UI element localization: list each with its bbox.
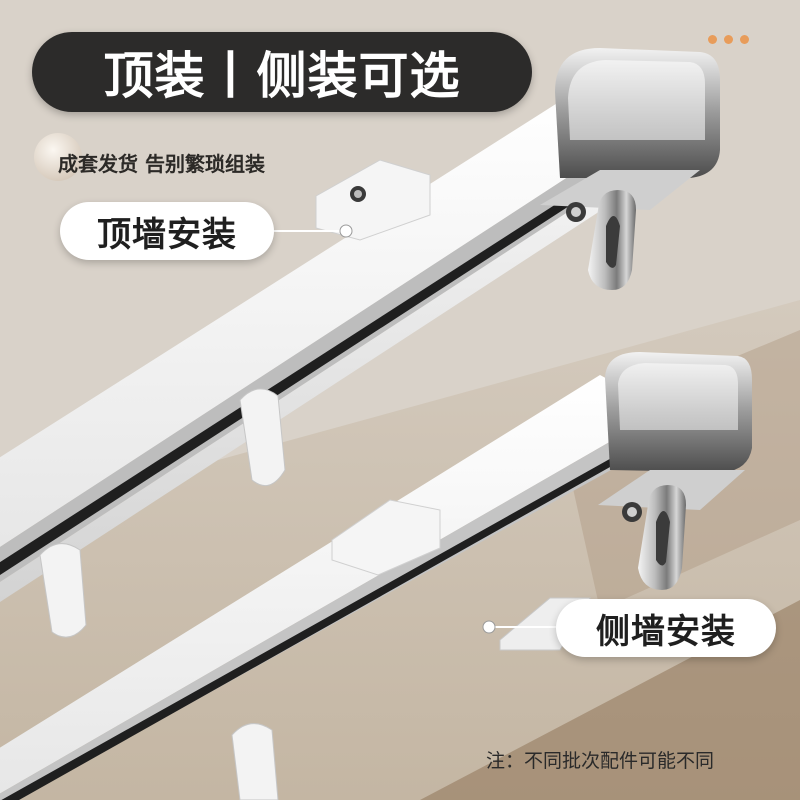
dot <box>708 35 717 44</box>
decorative-dots-icon <box>708 35 749 44</box>
side-mount-text: 侧墙安装 <box>596 611 736 652</box>
headline-text: 顶装丨侧装可选 <box>103 47 461 105</box>
dot <box>724 35 733 44</box>
side-mount-label: 侧墙安装 <box>556 599 776 657</box>
dot <box>740 35 749 44</box>
ceiling-mount-label: 顶墙安装 <box>60 202 274 260</box>
headline-banner: 顶装丨侧装可选 <box>32 32 532 112</box>
ceiling-mount-text: 顶墙安装 <box>97 214 237 255</box>
side-rail <box>0 352 752 800</box>
tagline-decor-circle <box>34 133 82 181</box>
ceiling-rail <box>0 48 720 638</box>
disclaimer-note: 注：不同批次配件可能不同 <box>486 750 715 772</box>
pointer-dot-icon <box>274 224 556 634</box>
tagline: 成套发货 告别繁琐组装 <box>58 152 265 176</box>
